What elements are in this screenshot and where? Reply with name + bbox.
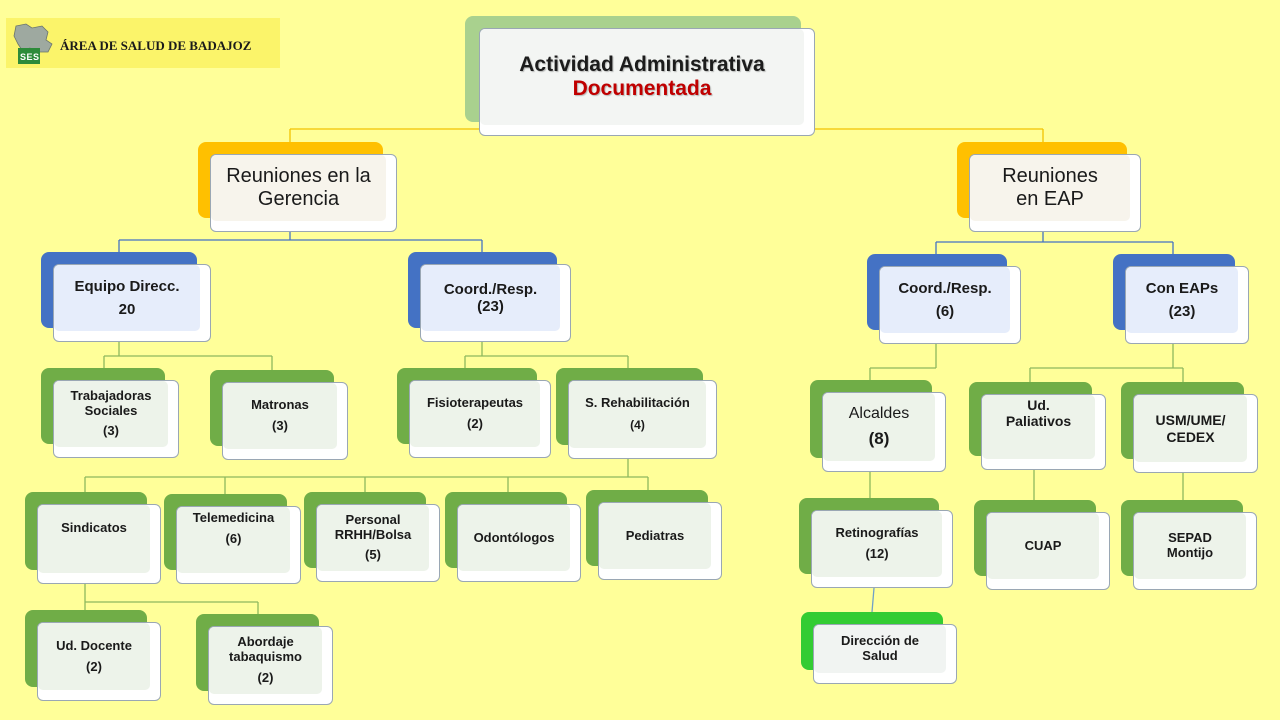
docente-label: Ud. Docente bbox=[56, 637, 132, 653]
ses-badge-text: SES bbox=[20, 52, 40, 62]
eap-title: Reuniones en EAP bbox=[1002, 165, 1098, 210]
cuap-label: CUAP bbox=[1024, 537, 1062, 553]
root-title-line2: Documentada bbox=[572, 77, 712, 100]
connector-to-direccion bbox=[871, 587, 875, 613]
area-salud-logo: SES ÁREA DE SALUD DE BADAJOZ bbox=[6, 18, 280, 68]
pediatras-label: Pediatras bbox=[625, 527, 685, 543]
node-personal-rrhh: Personal RRHH/Bolsa (5) bbox=[304, 492, 440, 582]
retino-label: Retinografías bbox=[835, 525, 919, 541]
rehab-count: (4) bbox=[630, 418, 645, 433]
node-direccion-salud: Dirección de Salud bbox=[801, 612, 957, 684]
node-coord-resp-gerencia: Coord./Resp. (23) bbox=[408, 252, 571, 342]
node-con-eaps: Con EAPs (23) bbox=[1113, 254, 1249, 344]
docente-count: (2) bbox=[86, 658, 102, 674]
matronas-label: Matronas bbox=[251, 397, 309, 413]
tabaquismo-label: Abordaje tabaquismo bbox=[229, 634, 302, 665]
node-sindicatos: Sindicatos bbox=[25, 492, 161, 584]
odontologos-label: Odontólogos bbox=[473, 529, 555, 545]
node-sepad-montijo: SEPAD Montijo bbox=[1121, 500, 1257, 590]
organization-name: ÁREA DE SALUD DE BADAJOZ bbox=[60, 38, 252, 53]
fisio-label: Fisioterapeutas bbox=[426, 395, 524, 411]
equipo-label: Equipo Direcc. bbox=[74, 277, 180, 295]
node-reuniones-gerencia: Reuniones en la Gerencia bbox=[198, 142, 397, 232]
alcaldes-label: Alcaldes bbox=[848, 405, 910, 423]
matronas-count: (3) bbox=[272, 418, 288, 433]
node-retinografias: Retinografías (12) bbox=[799, 498, 953, 588]
equipo-count: 20 bbox=[118, 301, 136, 318]
node-coord-resp-eap: Coord./Resp. (6) bbox=[867, 254, 1021, 344]
alcaldes-count: (8) bbox=[868, 429, 890, 449]
node-alcaldes: Alcaldes (8) bbox=[810, 380, 946, 472]
root-node: Actividad Administrativa Documentada bbox=[465, 16, 815, 136]
node-abordaje-tabaquismo: Abordaje tabaquismo (2) bbox=[196, 614, 333, 705]
direccion-label: Dirección de Salud bbox=[840, 633, 920, 663]
eap-coord-count: (6) bbox=[935, 303, 955, 320]
tabaquismo-count: (2) bbox=[257, 669, 274, 685]
node-reuniones-eap: Reuniones en EAP bbox=[957, 142, 1141, 232]
node-telemedicina: Telemedicina (6) bbox=[164, 494, 301, 584]
node-odontologos: Odontólogos bbox=[445, 492, 581, 582]
node-ud-paliativos: Ud. Paliativos bbox=[969, 382, 1106, 470]
con-eaps-label: Con EAPs bbox=[1145, 279, 1219, 297]
coord-label: Coord./Resp. bbox=[443, 280, 538, 298]
telemedicina-label: Telemedicina bbox=[192, 510, 275, 525]
trabajadoras-count: (3) bbox=[103, 423, 119, 439]
paliativos-label: Ud. Paliativos bbox=[1005, 397, 1072, 430]
eap-coord-label: Coord./Resp. bbox=[898, 279, 992, 297]
node-rehabilitacion: S. Rehabilitación (4) bbox=[556, 368, 717, 459]
coord-count: (23) bbox=[477, 298, 504, 315]
node-ud-docente: Ud. Docente (2) bbox=[25, 610, 161, 701]
retino-count: (12) bbox=[865, 546, 889, 561]
personal-label: Personal RRHH/Bolsa bbox=[334, 511, 412, 542]
trabajadoras-label: Trabajadoras Sociales bbox=[70, 387, 152, 418]
node-usm-ume-cedex: USM/UME/ CEDEX bbox=[1121, 382, 1258, 473]
con-eaps-count: (23) bbox=[1168, 303, 1196, 320]
node-pediatras: Pediatras bbox=[586, 490, 722, 580]
node-trabajadoras-sociales: Trabajadoras Sociales (3) bbox=[41, 368, 179, 458]
gerencia-title: Reuniones en la Gerencia bbox=[226, 165, 371, 210]
sindicatos-label: Sindicatos bbox=[61, 520, 127, 535]
node-equipo-direcc: Equipo Direcc. 20 bbox=[41, 252, 211, 342]
usm-label: USM/UME/ CEDEX bbox=[1155, 412, 1226, 445]
root-title-line1: Actividad Administrativa bbox=[519, 52, 765, 76]
node-cuap: CUAP bbox=[974, 500, 1110, 590]
ses-emblem-icon bbox=[13, 23, 53, 64]
sepad-label: SEPAD Montijo bbox=[1166, 530, 1214, 560]
rehab-label: S. Rehabilitación bbox=[585, 395, 690, 411]
fisio-count: (2) bbox=[467, 416, 483, 431]
personal-count: (5) bbox=[365, 547, 381, 563]
node-matronas: Matronas (3) bbox=[210, 370, 348, 460]
node-fisioterapeutas: Fisioterapeutas (2) bbox=[397, 368, 551, 458]
telemedicina-count: (6) bbox=[225, 530, 242, 546]
